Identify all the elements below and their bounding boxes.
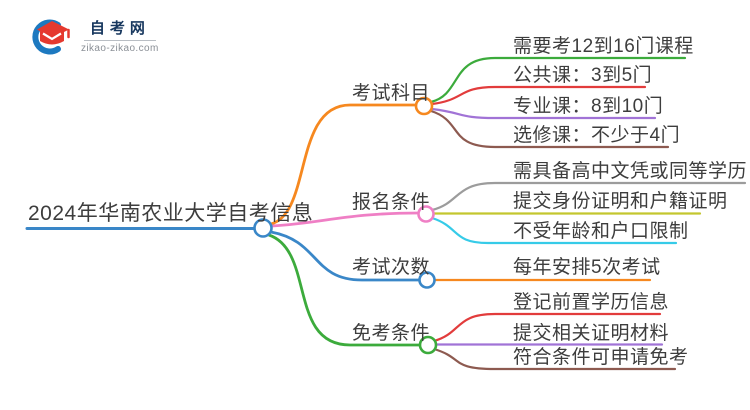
leaf-label-elective-courses[interactable]: 选修课：不少于4门 [513,125,681,146]
leaf-label-id-proof[interactable]: 提交身份证明和户籍证明 [513,191,728,212]
site-logo[interactable]: 自考网 zikao-zikao.com [31,18,159,56]
leaf-connector [432,347,677,371]
branch-connector-exam-times [269,230,422,282]
leaf-label-register-prior-education[interactable]: 登记前置学历信息 [513,292,670,313]
graduation-cap-icon [32,19,70,55]
root-node-circle[interactable] [253,218,273,238]
branch-label-exemption[interactable]: 免考条件 [352,323,431,344]
branch-label-exam-times[interactable]: 考试次数 [352,257,431,278]
branch-node-circle-exemption[interactable] [418,335,438,355]
leaf-label-diploma-requirement[interactable]: 需具备高中文凭或同等学历 [513,161,748,182]
logo-text-block: 自考网 zikao-zikao.com [81,20,159,54]
leaf-connector [432,312,662,343]
leaf-label-major-courses[interactable]: 专业课：8到10门 [513,96,664,117]
leaf-label-no-age-limit[interactable]: 不受年龄和户口限制 [513,221,689,242]
leaf-label-submit-materials[interactable]: 提交相关证明材料 [513,323,670,344]
branch-label-exam-subjects[interactable]: 考试科目 [352,83,431,104]
leaf-connector [429,109,670,149]
branch-connector-exam-subjects [269,103,419,226]
leaf-label-five-exams[interactable]: 每年安排5次考试 [513,257,661,278]
leaf-connector [430,216,678,245]
branch-label-registration[interactable]: 报名条件 [352,192,431,213]
logo-divider [83,40,156,41]
leaf-label-apply-exemption[interactable]: 符合条件可申请免考 [513,347,689,368]
branch-connector-exemption [267,233,422,347]
branch-node-circle-exam-subjects[interactable] [414,96,434,116]
leaf-label-course-count[interactable]: 需要考12到16门课程 [513,36,694,57]
leaf-connector [430,107,657,120]
branch-node-circle-exam-times[interactable] [418,271,436,289]
branch-node-circle-registration[interactable] [417,205,435,223]
leaf-connector [430,85,647,106]
root-node-label[interactable]: 2024年华南农业大学自考信息 [28,202,314,225]
leaf-connector [429,56,687,104]
logo-title: 自考网 [89,20,150,37]
leaf-label-public-courses[interactable]: 公共课：3到5门 [513,65,653,86]
branch-connector-registration [270,211,421,228]
logo-domain: zikao-zikao.com [81,43,159,54]
leaf-connector [430,181,747,212]
